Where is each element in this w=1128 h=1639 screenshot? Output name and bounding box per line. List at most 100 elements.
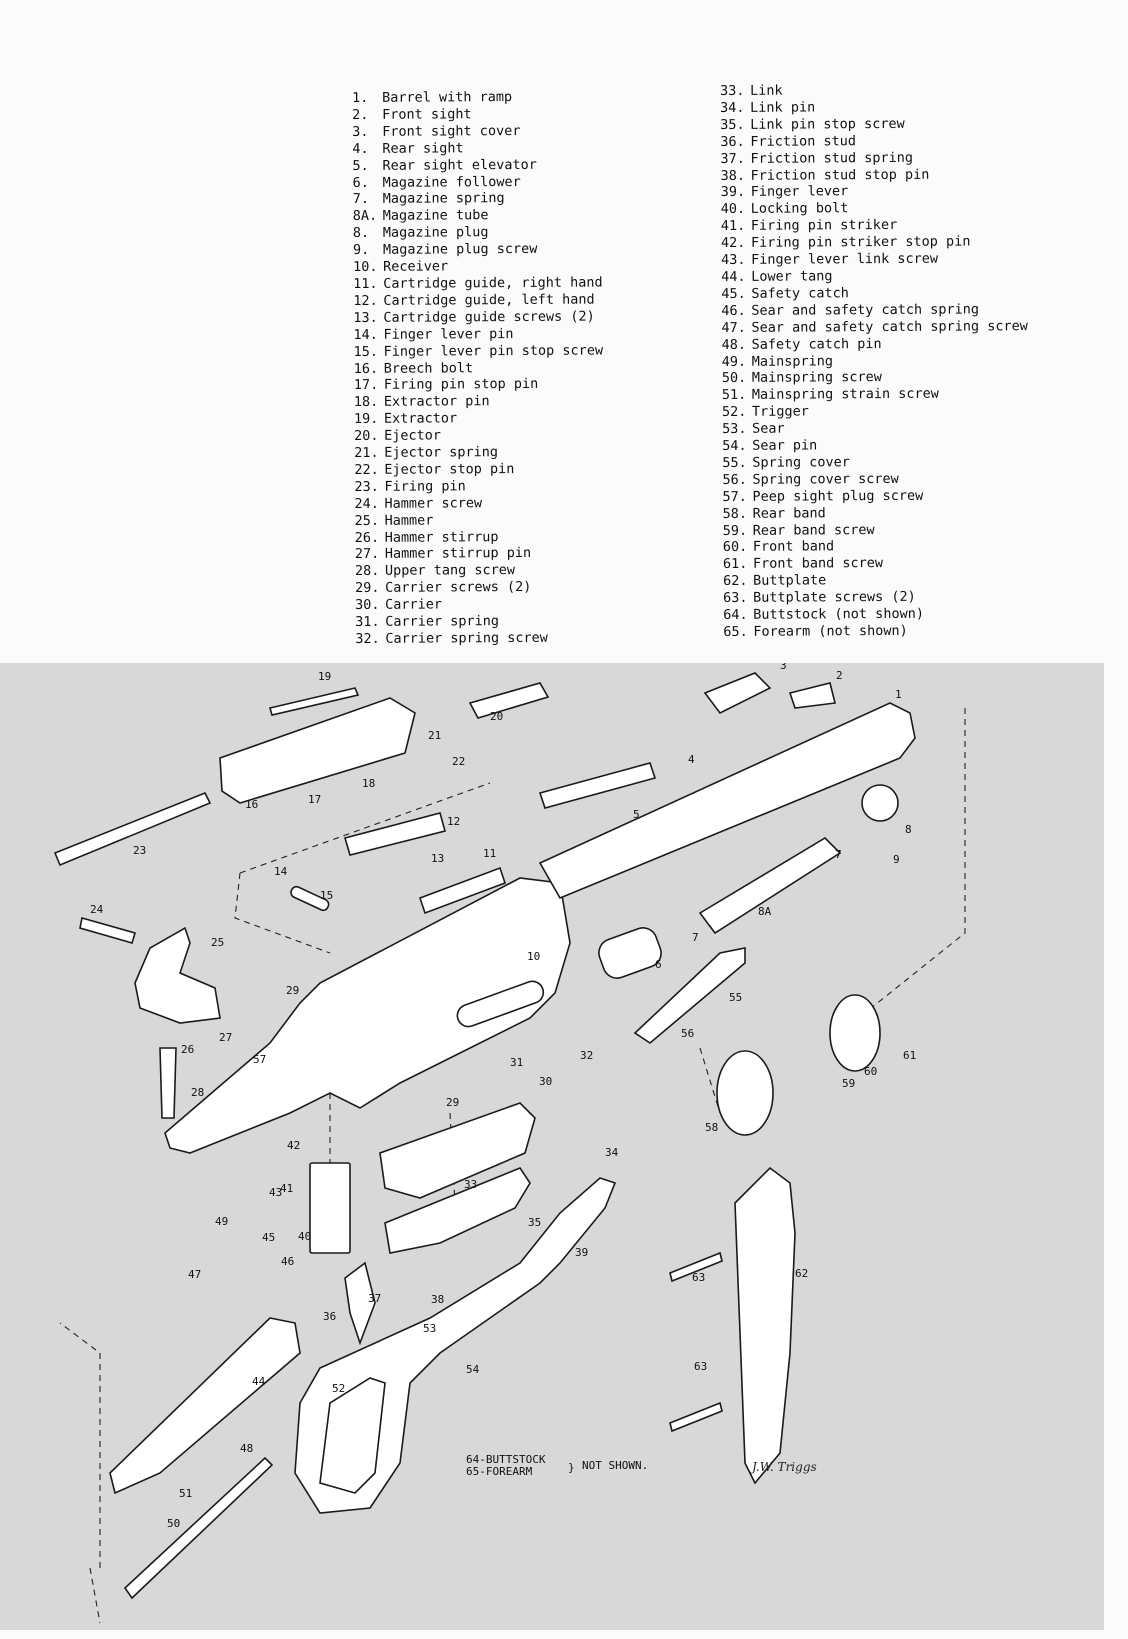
- callout-2: 2: [836, 669, 843, 682]
- parts_right-item: 49.Mainspring: [722, 352, 1028, 371]
- part-name: Hammer screw: [384, 494, 483, 512]
- parts_left-item: 5.Rear sight elevator: [352, 156, 602, 174]
- callout-24: 24: [90, 903, 104, 916]
- part-name: Rear band: [752, 505, 826, 522]
- part-name: Extractor: [383, 410, 458, 428]
- parts_right-item: 52.Trigger: [722, 402, 1028, 421]
- parts_left-item: 11.Cartridge guide, right hand: [353, 274, 603, 292]
- part-number: 51.: [721, 387, 747, 404]
- parts_right-item: 39.Finger lever: [721, 183, 1027, 202]
- callout-37: 37: [368, 1292, 381, 1305]
- part-number: 30.: [355, 597, 380, 614]
- note-not-shown: NOT SHOWN.: [582, 1459, 648, 1472]
- part-name: Upper tang screw: [384, 562, 516, 580]
- part-number: 8A.: [352, 208, 378, 225]
- part-number: 57.: [722, 488, 747, 505]
- part-name: Firing pin: [384, 478, 466, 495]
- parts_right-item: 34.Link pin: [720, 98, 1026, 117]
- part-number: 15.: [353, 343, 379, 360]
- callout-35: 35: [528, 1216, 541, 1229]
- part-name: Magazine spring: [382, 190, 505, 208]
- callout-23: 23: [133, 844, 146, 857]
- parts_right-item: 35.Link pin stop screw: [720, 115, 1026, 134]
- part-name: Mainspring strain screw: [751, 385, 939, 404]
- part-number: 7.: [352, 191, 369, 208]
- parts_right-item: 64.Buttstock (not shown): [723, 605, 1029, 624]
- part-name: Buttplate screws (2): [753, 589, 916, 606]
- parts_left-item: 23. Firing pin: [354, 477, 604, 495]
- part-number: 23.: [354, 478, 379, 495]
- callout-58: 58: [705, 1121, 718, 1134]
- parts_right-item: 46.Sear and safety catch spring: [721, 301, 1027, 320]
- part-number: 33.: [720, 82, 745, 99]
- parts_right-item: 45.Safety catch: [721, 284, 1027, 303]
- cartridge-guide-left: [344, 812, 446, 856]
- parts_right-item: 38.Friction stud stop pin: [721, 166, 1027, 185]
- part-number: 52.: [721, 404, 747, 421]
- callout-44: 44: [252, 1375, 266, 1388]
- part-number: 36.: [720, 133, 745, 150]
- part-name: Ejector stop pin: [384, 460, 515, 478]
- callout-12: 12: [447, 815, 460, 828]
- part-name: Friction stud spring: [750, 149, 914, 167]
- front-sight-cover: [703, 672, 772, 715]
- part-name: Magazine plug: [382, 224, 489, 242]
- callout-32: 32: [580, 1049, 593, 1062]
- part-number: 20.: [354, 427, 379, 445]
- callout-20: 20: [490, 710, 503, 723]
- part-number: 31.: [355, 613, 380, 631]
- part-number: 5.: [352, 157, 369, 174]
- callout-46: 46: [281, 1255, 294, 1268]
- callout-17: 17: [308, 793, 321, 806]
- part-name: Finger lever pin: [383, 325, 514, 343]
- part-number: 59.: [722, 522, 748, 539]
- part-name: Magazine plug screw: [382, 241, 538, 258]
- part-name: Peep sight plug screw: [752, 487, 924, 505]
- callout-8: 8: [905, 823, 912, 836]
- callout-63: 63: [692, 1271, 705, 1284]
- part-number: 47.: [721, 319, 746, 336]
- parts_right-item: 44.Lower tang: [721, 267, 1027, 286]
- part-number: 63.: [723, 590, 748, 607]
- part-number: 13.: [353, 309, 378, 326]
- magazine-follower: [598, 927, 662, 979]
- receiver-loading-port: [456, 980, 545, 1028]
- parts_left-item: 10.Receiver: [353, 258, 603, 276]
- part-name: Rear sight: [382, 140, 464, 157]
- part-number: 61.: [722, 556, 748, 573]
- buttplate-screw-upper: [669, 1251, 723, 1283]
- part-number: 60.: [722, 539, 748, 556]
- parts_right-item: 54.Sear pin: [722, 436, 1028, 455]
- parts_left-item: 16.Breech bolt: [354, 359, 604, 377]
- parts_right-item: 50.Mainspring screw: [722, 369, 1028, 388]
- firing-pin: [53, 791, 212, 867]
- magazine-tube: [698, 836, 842, 935]
- parts_left-item: 8.Magazine plug: [353, 224, 603, 242]
- callout-38: 38: [431, 1293, 444, 1306]
- callout-7: 7: [835, 848, 842, 861]
- cartridge-guide-right: [418, 866, 507, 915]
- ejector: [468, 682, 550, 719]
- callout-63: 63: [694, 1360, 707, 1373]
- callout-52: 52: [332, 1382, 345, 1395]
- part-name: Mainspring: [751, 352, 834, 370]
- note-line-forearm: 65-FOREARM: [466, 1465, 533, 1478]
- callout-55: 55: [729, 991, 742, 1004]
- parts_left-item: 15.Finger lever pin stop screw: [354, 342, 604, 360]
- parts_right-item: 62.Buttplate: [723, 571, 1029, 590]
- part-name: Hammer stirrup pin: [384, 545, 532, 563]
- part-name: Locking bolt: [750, 200, 849, 218]
- parts_right-item: 43.Finger lever link screw: [721, 250, 1027, 269]
- callout-57: 57: [253, 1053, 266, 1066]
- callout-54: 54: [466, 1363, 480, 1376]
- callout-48: 48: [240, 1442, 253, 1455]
- parts_left-item: 6.Magazine follower: [353, 173, 603, 191]
- part-number: 54.: [722, 437, 747, 455]
- parts_right-item: 41.Firing pin striker: [721, 216, 1027, 235]
- part-name: Magazine tube: [382, 207, 489, 225]
- callout-34: 34: [605, 1146, 619, 1159]
- part-number: 53.: [722, 420, 747, 438]
- parts_left-item: 7. Magazine spring: [353, 190, 603, 208]
